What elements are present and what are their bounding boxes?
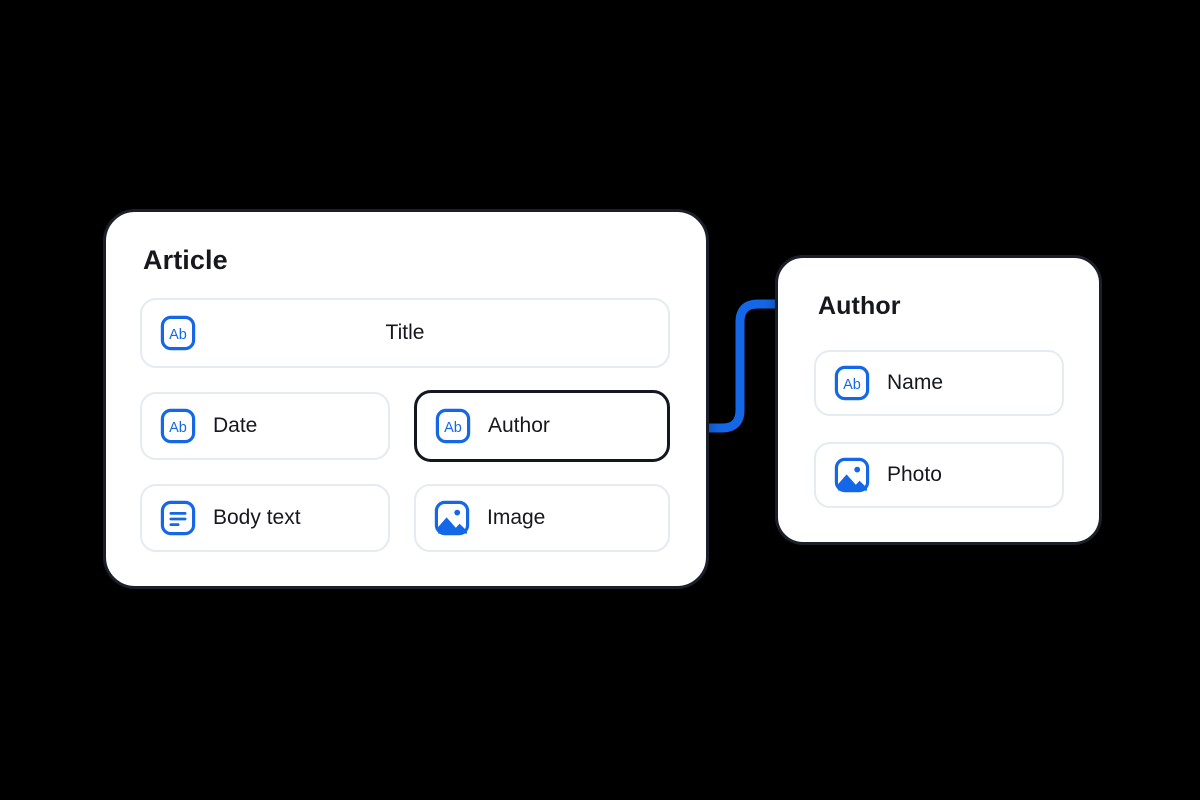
card-author[interactable]: Author Ab Name Photo	[775, 255, 1102, 545]
svg-text:Ab: Ab	[843, 377, 861, 393]
card-article-title: Article	[143, 245, 228, 275]
ab-text-icon: Ab	[160, 408, 196, 444]
field-label-photo: Photo	[887, 463, 942, 486]
ab-text-icon: Ab	[834, 365, 870, 401]
field-label-body-text: Body text	[213, 506, 301, 529]
field-row-photo[interactable]: Photo	[814, 442, 1064, 508]
image-icon	[834, 457, 870, 493]
field-label-date: Date	[213, 414, 258, 437]
field-label-author: Author	[488, 414, 550, 437]
field-row-date[interactable]: Ab Date	[140, 392, 390, 460]
field-row-body-text[interactable]: Body text	[140, 484, 390, 552]
field-label-title: Title	[385, 321, 425, 344]
body-text-icon	[160, 500, 196, 536]
svg-text:Ab: Ab	[169, 420, 187, 436]
field-row-image[interactable]: Image	[414, 484, 670, 552]
ab-text-icon: Ab	[435, 408, 471, 444]
field-row-title[interactable]: Ab Title	[140, 298, 670, 368]
card-article[interactable]: Article Ab Title Ab Date Ab Author	[103, 209, 709, 589]
field-row-author[interactable]: Ab Author	[414, 390, 670, 462]
image-icon	[434, 500, 470, 536]
ab-text-icon: Ab	[160, 315, 196, 351]
field-label-name: Name	[887, 371, 944, 394]
svg-text:Ab: Ab	[444, 420, 462, 436]
card-author-title: Author	[818, 292, 901, 320]
field-label-image: Image	[487, 506, 546, 529]
svg-text:Ab: Ab	[169, 327, 187, 343]
field-row-name[interactable]: Ab Name	[814, 350, 1064, 416]
